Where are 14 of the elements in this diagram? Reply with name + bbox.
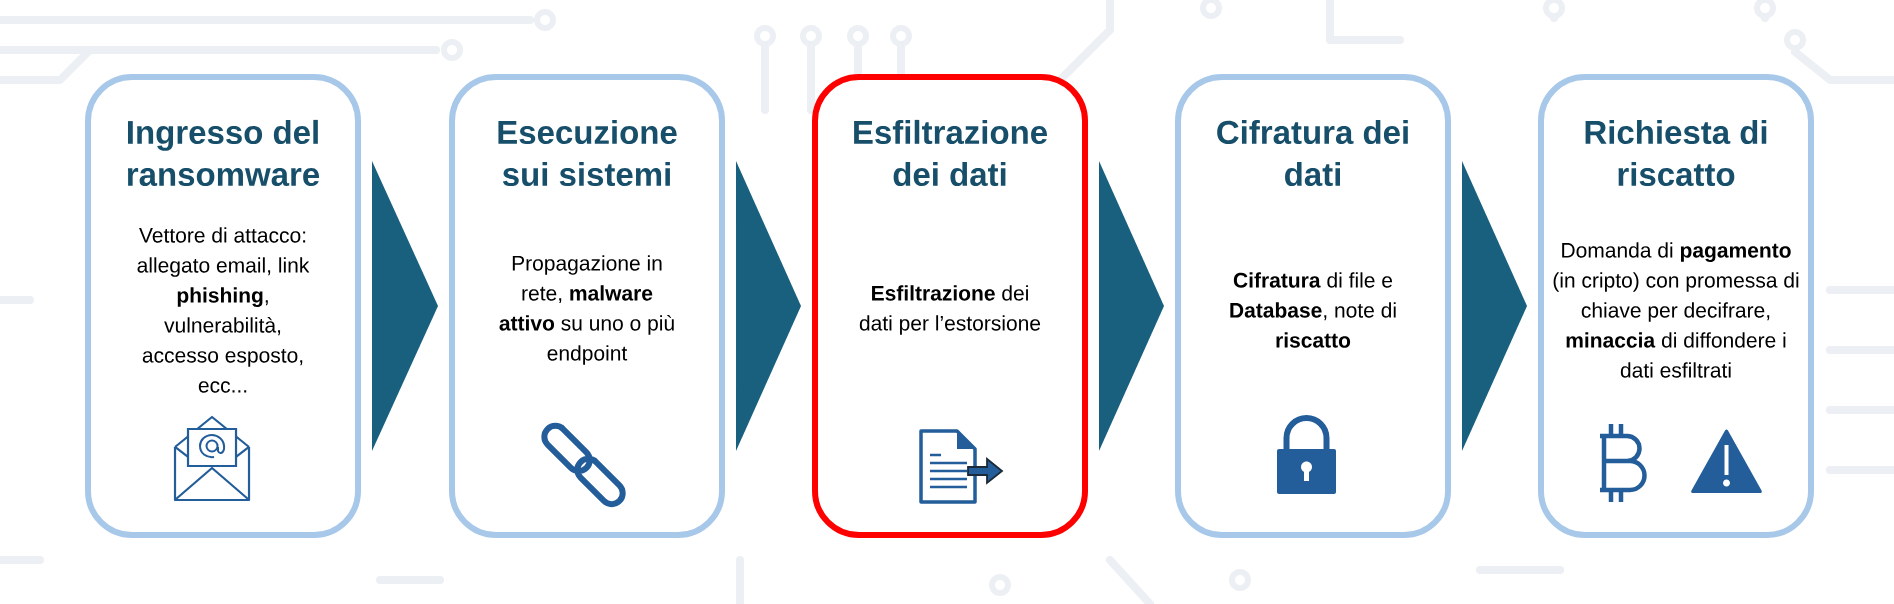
stage-description: Domanda di pagamento (in cripto) con promessa di chiave per decifrare, minaccia di diffondere i dati esfiltrati xyxy=(1553,242,1799,378)
stage-description: Esfiltrazione dei dati per l’estorsione xyxy=(859,285,1041,335)
stage-heading: Richiesta di riscatto xyxy=(1585,119,1767,187)
stage-description: Vettore di attacco: allegato email, link phishing, vulnerabilità, accesso esposto, ecc... xyxy=(137,227,310,393)
chevron-arrow xyxy=(372,161,438,451)
stage-heading: Esecuzione sui sistemi xyxy=(498,119,677,187)
chevron-arrow xyxy=(1099,161,1164,451)
chevron-arrow xyxy=(736,161,801,451)
stage-heading: Ingresso del ransomware xyxy=(128,119,320,187)
stage-heading: Cifratura dei dati xyxy=(1217,119,1408,187)
chevron-arrow xyxy=(1462,161,1527,451)
stage-description: Cifratura di file e Database, note di riscatto xyxy=(1230,272,1396,348)
stage-heading: Esfiltrazione dei dati xyxy=(854,119,1047,187)
stage-description: Propagazione in rete, malware attivo su uno o più endpoint xyxy=(499,255,674,365)
